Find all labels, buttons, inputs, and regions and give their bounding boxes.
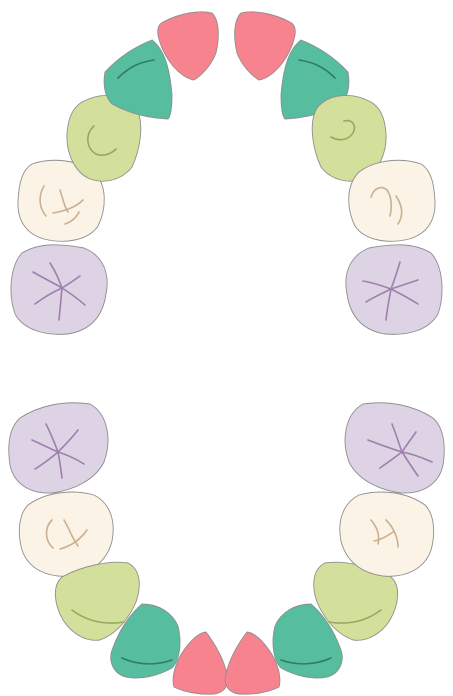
lower-right-molar-crown[interactable]: [9, 403, 108, 493]
upper-left-molar-tooth[interactable]: [346, 245, 442, 335]
lower-left-premolar-crown[interactable]: [340, 492, 434, 576]
lower-left-molar-crown[interactable]: [345, 403, 444, 493]
lower-right-molar-tooth[interactable]: [9, 403, 108, 493]
lower-right-central-incisor-tooth[interactable]: [173, 632, 228, 694]
lower-left-central-incisor-tooth[interactable]: [225, 632, 280, 694]
lower-arch: [9, 403, 445, 694]
upper-left-premolar-tooth[interactable]: [349, 160, 435, 241]
lower-left-premolar-tooth[interactable]: [340, 492, 434, 576]
lower-left-central-incisor-crown[interactable]: [225, 632, 280, 694]
lower-left-molar-tooth[interactable]: [345, 403, 444, 493]
upper-arch: [11, 12, 442, 334]
lower-right-central-incisor-crown[interactable]: [173, 632, 228, 694]
upper-right-molar-tooth[interactable]: [11, 245, 107, 335]
upper-left-premolar-crown[interactable]: [349, 160, 435, 241]
